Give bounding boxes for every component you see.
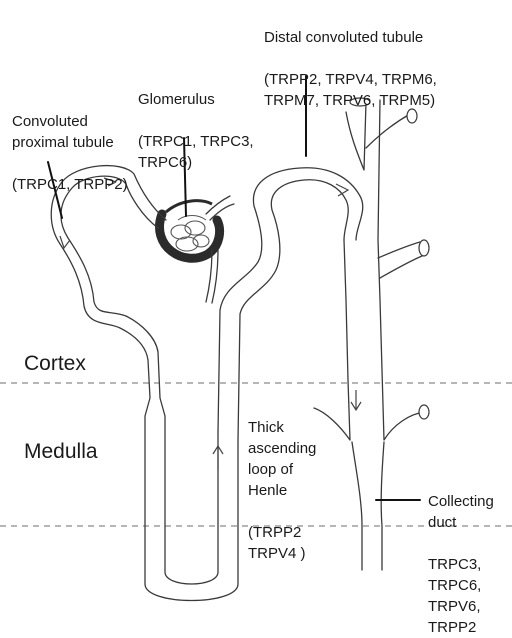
dct-label: Distal convoluted tubule (TRPP2, TRPV4, … <box>264 6 437 111</box>
glomerulus-drawing <box>155 195 235 304</box>
pct-pointer <box>47 161 63 219</box>
cortex-label: Cortex <box>24 352 86 375</box>
distal-tubule-drawing <box>212 167 364 470</box>
dct-name: Distal convoluted tubule <box>264 29 424 46</box>
tal-label: Thick ascending loop of Henle (TRPP2 TRP… <box>248 396 316 564</box>
cd-name: Collecting duct <box>428 493 494 531</box>
glomerulus-pointer <box>183 137 187 217</box>
collecting-duct-drawing <box>313 97 430 571</box>
pct-name: Convoluted proximal tubule <box>12 113 114 151</box>
cd-label: Collecting duct TRPC3, TRPC6, TRPV6, TRP… <box>428 470 494 638</box>
glomerulus-name: Glomerulus <box>138 91 215 108</box>
nephron-diagram <box>0 75 512 602</box>
pct-label: Convoluted proximal tubule (TRPC1, TRPP2… <box>12 90 128 195</box>
glomerulus-channels: (TRPC1, TRPC3, TRPC6) <box>138 133 254 171</box>
tal-name: Thick ascending loop of Henle <box>248 419 317 499</box>
cd-channels: TRPC3, TRPC6, TRPV6, TRPP2 <box>428 556 482 636</box>
tal-channels: (TRPP2 TRPV4 ) <box>248 524 306 562</box>
proximal-tubule-drawing <box>50 164 239 602</box>
glomerulus-label: Glomerulus (TRPC1, TRPC3, TRPC6) <box>138 68 254 173</box>
medulla-label: Medulla <box>24 440 98 463</box>
pct-channels: (TRPC1, TRPP2) <box>12 176 128 193</box>
dct-channels: (TRPP2, TRPV4, TRPM6, TRPM7, TRPV6, TRPM… <box>264 71 437 109</box>
